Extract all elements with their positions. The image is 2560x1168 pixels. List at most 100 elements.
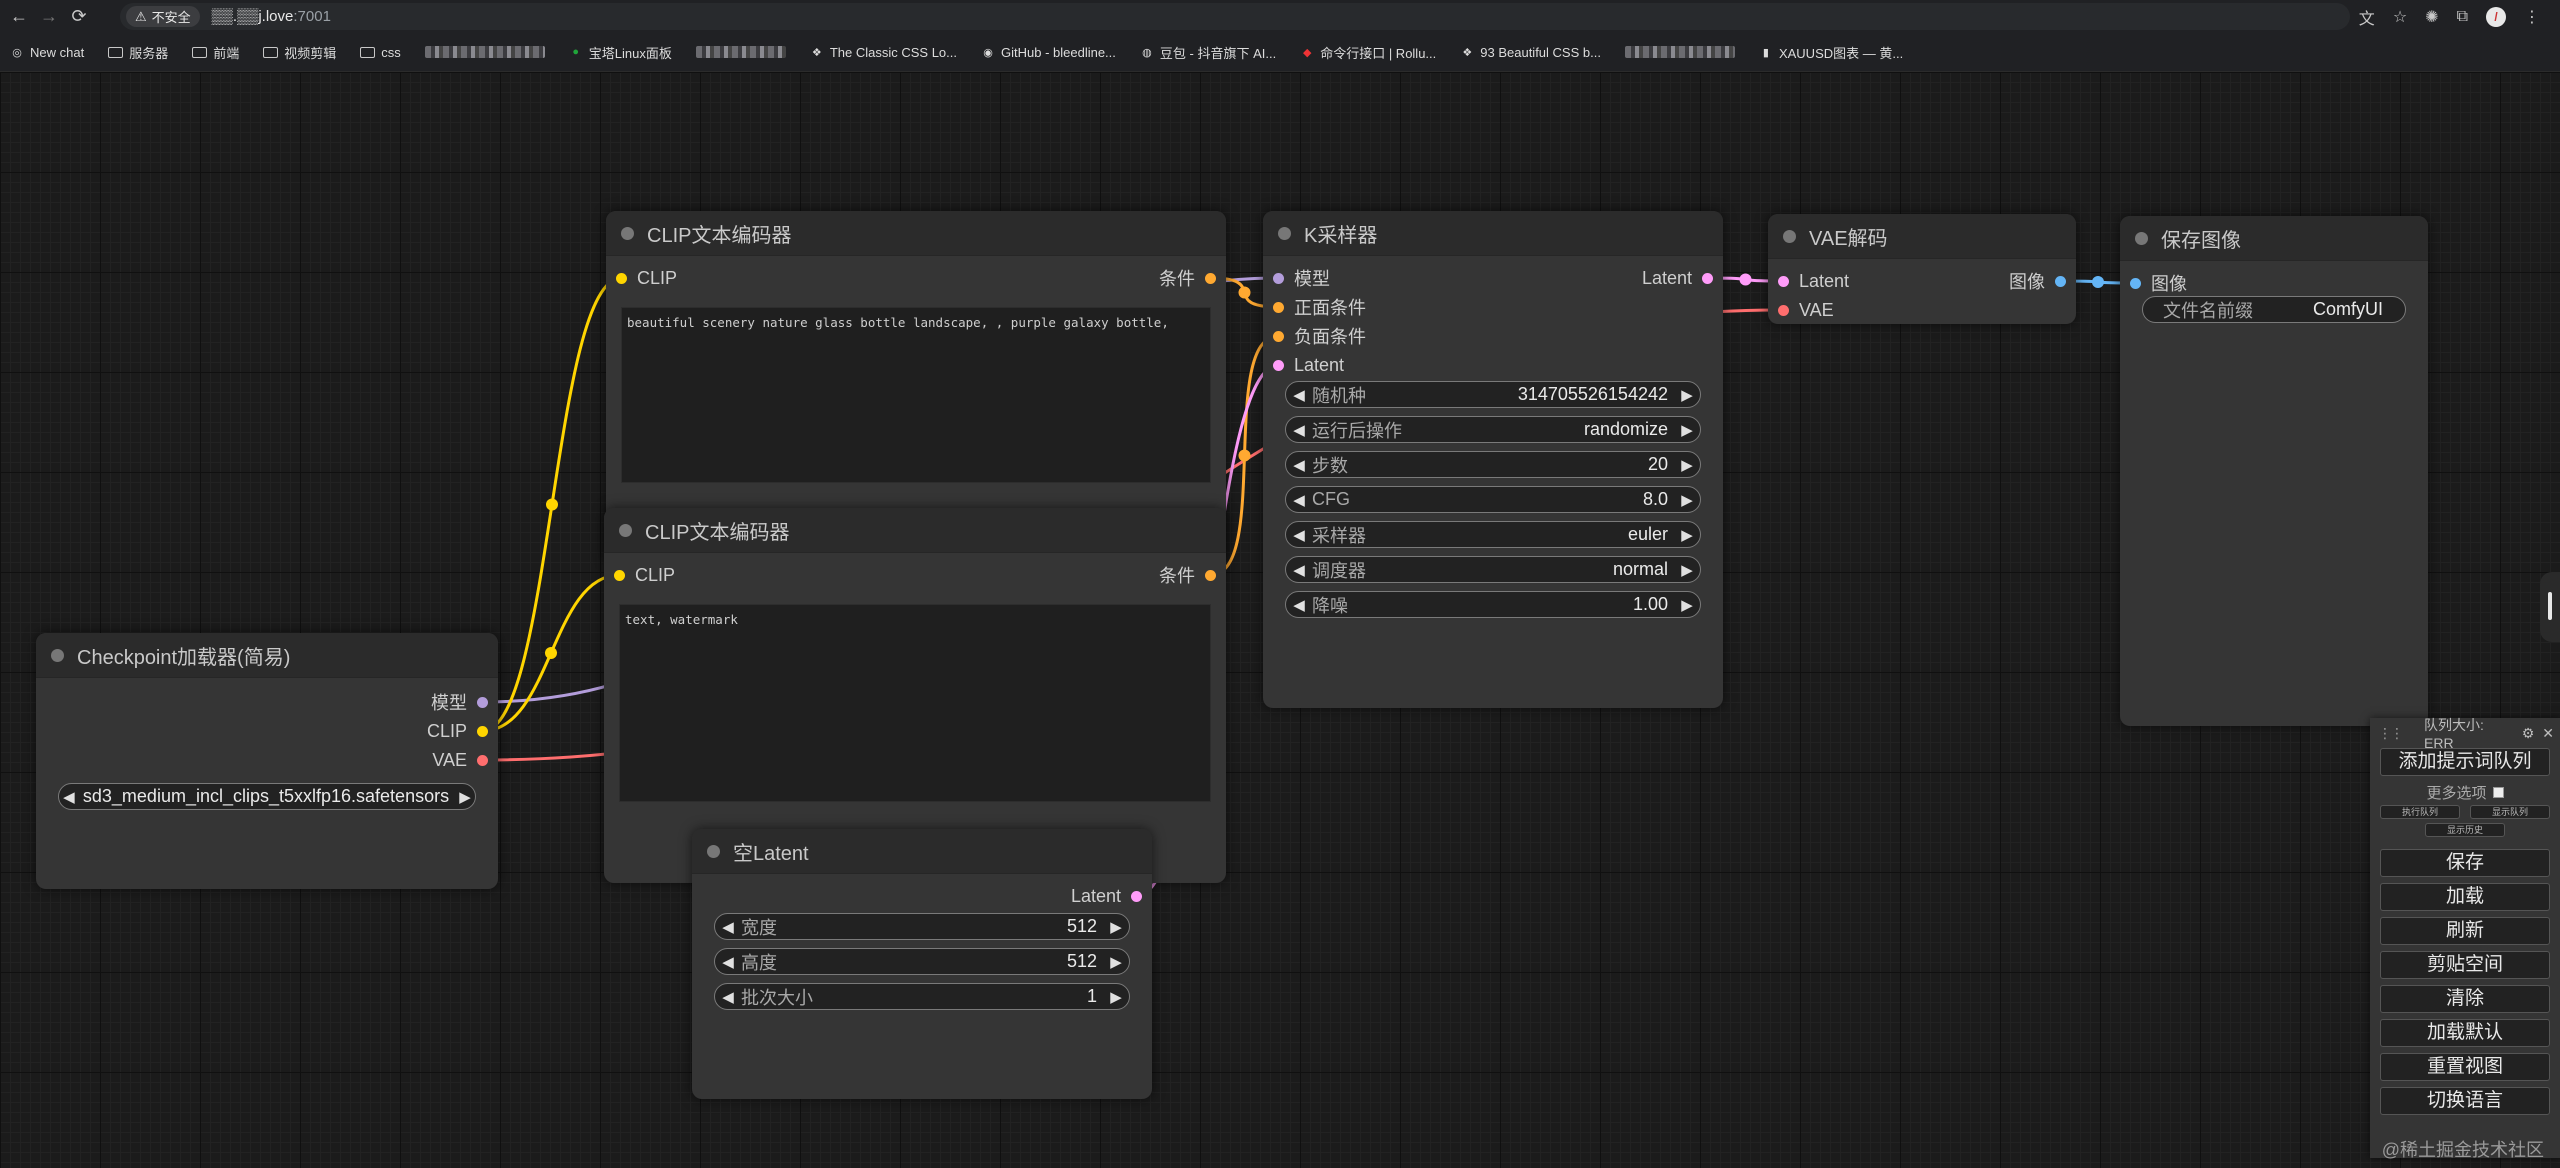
menu-button-5[interactable]: 加载默认 bbox=[2380, 1019, 2550, 1047]
conditioning-port-icon[interactable] bbox=[1205, 569, 1216, 581]
image-port-icon[interactable] bbox=[2130, 277, 2141, 289]
bookmark-item[interactable]: css bbox=[360, 45, 401, 60]
arrow-right-icon[interactable]: ▶ bbox=[1110, 918, 1122, 936]
output-slot-conditioning[interactable]: 条件 bbox=[1159, 564, 1216, 586]
arrow-left-icon[interactable]: ◀ bbox=[1293, 456, 1305, 474]
save-image-node[interactable]: 保存图像 图像 文件名前缀 ComfyUI bbox=[2120, 216, 2428, 726]
latent-port-icon[interactable] bbox=[1273, 359, 1284, 371]
output-slot-vae[interactable]: VAE bbox=[432, 749, 488, 771]
translate-icon[interactable]: 文 bbox=[2358, 10, 2375, 28]
input-slot-vae[interactable]: VAE bbox=[1778, 299, 1834, 321]
output-slot-latent[interactable]: Latent bbox=[1071, 885, 1142, 907]
input-slot-latent[interactable]: Latent bbox=[1778, 270, 1849, 292]
negative-cond-link-center-dot[interactable] bbox=[1238, 449, 1251, 462]
arrow-right-icon[interactable]: ▶ bbox=[1681, 421, 1693, 439]
input-slot-clip[interactable]: CLIP bbox=[614, 564, 675, 586]
vae-port-icon[interactable] bbox=[477, 754, 488, 766]
conditioning-port-icon[interactable] bbox=[1273, 330, 1284, 342]
collapse-dot-icon[interactable] bbox=[621, 226, 634, 240]
input-slot-negative[interactable]: 负面条件 bbox=[1273, 325, 1366, 347]
node-title-bar[interactable]: Checkpoint加载器(简易) bbox=[36, 633, 498, 678]
arrow-right-icon[interactable]: ▶ bbox=[1681, 491, 1693, 509]
more-options-checkbox[interactable] bbox=[2492, 787, 2504, 798]
image-port-icon[interactable] bbox=[2055, 275, 2066, 287]
menu-button-6[interactable]: 重置视图 bbox=[2380, 1053, 2550, 1081]
prompt-textarea[interactable]: beautiful scenery nature glass bottle la… bbox=[621, 307, 1211, 483]
address-bar[interactable]: ⚠ 不安全 ▒▒.▒▒j.love:7001 bbox=[120, 3, 2350, 30]
arrow-left-icon[interactable]: ◀ bbox=[1293, 491, 1305, 509]
input-slot-clip[interactable]: CLIP bbox=[616, 267, 677, 289]
arrow-left-icon[interactable]: ◀ bbox=[722, 988, 734, 1006]
arrow-right-icon[interactable]: ▶ bbox=[1681, 526, 1693, 544]
node-graph-canvas[interactable]: CLIP文本编码器 CLIP 条件 beautiful scenery natu… bbox=[0, 72, 2560, 1168]
view-history-button[interactable]: 显示历史 bbox=[2425, 823, 2505, 837]
security-indicator[interactable]: ⚠ 不安全 bbox=[126, 6, 200, 27]
bookmark-item[interactable]: ◎New chat bbox=[10, 45, 84, 60]
collapse-dot-icon[interactable] bbox=[707, 844, 720, 858]
more-options-toggle[interactable]: 更多选项 bbox=[2370, 782, 2560, 803]
kebab-menu-icon[interactable]: ⋮ bbox=[2524, 8, 2540, 26]
extension-gear-icon[interactable]: ✺ bbox=[2425, 8, 2439, 26]
collapse-dot-icon[interactable] bbox=[1278, 226, 1291, 240]
clip-link-positive-center-dot[interactable] bbox=[546, 498, 558, 511]
arrow-right-icon[interactable]: ▶ bbox=[1110, 953, 1122, 971]
clip-port-icon[interactable] bbox=[614, 569, 625, 581]
node-title-bar[interactable]: CLIP文本编码器 bbox=[606, 211, 1226, 256]
node-title-bar[interactable]: VAE解码 bbox=[1768, 214, 2076, 259]
output-slot-latent[interactable]: Latent bbox=[1642, 267, 1713, 289]
queue-prompt-button[interactable]: 添加提示词队列 bbox=[2380, 748, 2550, 776]
node-title-bar[interactable]: 空Latent bbox=[692, 829, 1152, 874]
arrow-right-icon[interactable]: ▶ bbox=[459, 788, 471, 806]
prompt-textarea[interactable]: text, watermark bbox=[619, 604, 1211, 802]
menu-button-2[interactable]: 刷新 bbox=[2380, 917, 2550, 945]
star-icon[interactable]: ☆ bbox=[2392, 8, 2408, 26]
input-slot-image[interactable]: 图像 bbox=[2130, 272, 2187, 294]
arrow-right-icon[interactable]: ▶ bbox=[1110, 988, 1122, 1006]
latent-output-link-center-dot[interactable] bbox=[1739, 273, 1752, 286]
arrow-right-icon[interactable]: ▶ bbox=[1681, 596, 1693, 614]
collapse-dot-icon[interactable] bbox=[2135, 231, 2148, 245]
model-port-icon[interactable] bbox=[477, 696, 488, 708]
ckpt-name-combo[interactable]: ◀ sd3_medium_incl_clips_t5xxlfp16.safete… bbox=[58, 783, 476, 810]
conditioning-port-icon[interactable] bbox=[1205, 272, 1216, 284]
bookmark-item[interactable] bbox=[424, 46, 545, 58]
menu-button-1[interactable]: 加载 bbox=[2380, 883, 2550, 911]
bookmark-item[interactable]: ❖93 Beautiful CSS b... bbox=[1460, 45, 1601, 60]
node-title-bar[interactable]: 保存图像 bbox=[2120, 216, 2428, 261]
forward-icon[interactable]: → bbox=[40, 6, 58, 26]
output-slot-image[interactable]: 图像 bbox=[2009, 270, 2066, 292]
bookmark-item[interactable]: ❖The Classic CSS Lo... bbox=[810, 45, 957, 60]
view-progress-button[interactable]: 显示队列 bbox=[2470, 805, 2550, 819]
filename-prefix-input[interactable]: 文件名前缀 ComfyUI bbox=[2142, 296, 2406, 323]
output-slot-conditioning[interactable]: 条件 bbox=[1159, 267, 1216, 289]
menu-button-0[interactable]: 保存 bbox=[2380, 849, 2550, 877]
clip-link-negative-center-dot[interactable] bbox=[545, 647, 557, 659]
clip-port-icon[interactable] bbox=[477, 725, 488, 737]
bookmark-item[interactable] bbox=[695, 46, 786, 58]
arrow-right-icon[interactable]: ▶ bbox=[1681, 456, 1693, 474]
output-slot-model[interactable]: 模型 bbox=[431, 691, 488, 713]
output-slot-clip[interactable]: CLIP bbox=[427, 720, 488, 742]
drag-handle-icon[interactable]: ⋮⋮ bbox=[2378, 724, 2404, 741]
input-slot-model[interactable]: 模型 bbox=[1273, 267, 1330, 289]
settings-gear-icon[interactable]: ⚙ bbox=[2521, 724, 2535, 741]
bookmark-item[interactable]: ◍豆包 - 抖音旗下 AI... bbox=[1140, 43, 1276, 62]
bookmark-item[interactable]: 前端 bbox=[192, 43, 239, 62]
close-icon[interactable]: ✕ bbox=[2542, 724, 2554, 741]
clip-port-icon[interactable] bbox=[616, 272, 627, 284]
arrow-left-icon[interactable]: ◀ bbox=[1293, 526, 1305, 544]
menu-button-7[interactable]: 切换语言 bbox=[2380, 1087, 2550, 1115]
arrow-left-icon[interactable]: ◀ bbox=[722, 953, 734, 971]
vae-decode-node[interactable]: VAE解码 Latent 图像 VAE bbox=[1768, 214, 2076, 324]
arrow-left-icon[interactable]: ◀ bbox=[1293, 386, 1305, 404]
bookmark-item[interactable]: ◆命令行接口 | Rollu... bbox=[1300, 43, 1436, 62]
positive-cond-link-center-dot[interactable] bbox=[1238, 286, 1251, 299]
profile-avatar[interactable]: / bbox=[2486, 6, 2506, 27]
collapse-dot-icon[interactable] bbox=[619, 523, 632, 537]
